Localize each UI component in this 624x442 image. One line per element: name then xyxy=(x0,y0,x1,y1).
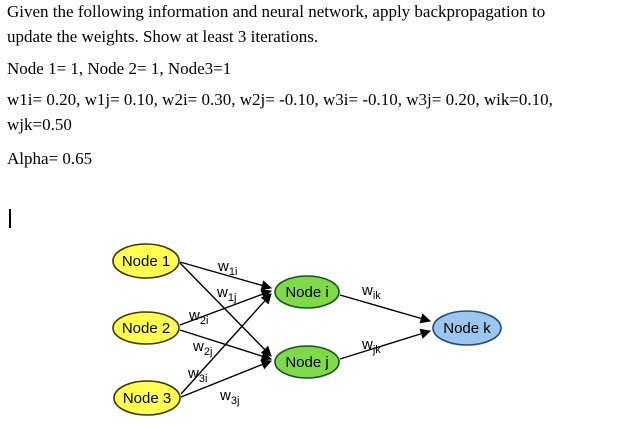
weight-label-w2i: w2i xyxy=(188,307,208,327)
node-i: Node i xyxy=(274,275,340,309)
weight-label-w1i: w1i xyxy=(217,258,237,278)
edge-nodei-nodek xyxy=(339,294,432,324)
node-3-label: Node 3 xyxy=(123,390,171,407)
node-2-ellipse xyxy=(112,311,180,345)
weight-label-w2j: w2j xyxy=(192,338,212,358)
node-k-label: Node k xyxy=(443,320,491,337)
weight-label-wik: wik xyxy=(361,282,381,302)
edge-node3-nodej xyxy=(180,359,272,398)
nodes-group: Node 1 Node 2 Node 3 Node i Node j Node … xyxy=(112,243,502,416)
node-k-ellipse xyxy=(432,310,502,346)
weight-label-w3i: w3i xyxy=(187,365,207,385)
weight-label-wjk: wjk xyxy=(361,336,381,356)
node-k: Node k xyxy=(432,310,502,346)
alpha-text: Alpha= 0.65 xyxy=(7,149,93,168)
weight-label-w3j: w3j xyxy=(219,387,239,407)
node-3: Node 3 xyxy=(113,380,181,416)
node-values-text: Node 1= 1, Node 2= 1, Node3=1 xyxy=(7,59,232,78)
weights-line-2: wjk=0.50 xyxy=(7,115,72,134)
edge-node3-nodei xyxy=(180,293,272,395)
weight-label-w1j: w1j xyxy=(216,284,236,304)
node-1-ellipse xyxy=(112,243,180,279)
question-line-1: Given the following information and neur… xyxy=(7,2,546,21)
node-3-ellipse xyxy=(113,380,181,416)
node-2: Node 2 xyxy=(112,311,180,345)
edge-node1-nodei xyxy=(179,261,273,291)
weights-line-1: w1i= 0.20, w1j= 0.10, w2i= 0.30, w2j= -0… xyxy=(7,90,553,109)
node-1: Node 1 xyxy=(112,243,180,279)
edge-node2-nodei xyxy=(179,289,272,326)
text-cursor xyxy=(9,209,11,228)
node-i-ellipse xyxy=(274,275,340,309)
edges-group xyxy=(179,261,432,398)
weights-paragraph: w1i= 0.20, w1j= 0.10, w2i= 0.30, w2j= -0… xyxy=(7,87,618,137)
edge-nodej-nodek xyxy=(339,328,432,360)
question-paragraph: Given the following information and neur… xyxy=(7,0,618,49)
node-j-ellipse xyxy=(274,345,340,379)
node-2-label: Node 2 xyxy=(122,320,170,337)
node-j-label: Node j xyxy=(285,354,328,371)
question-line-2: update the weights. Show at least 3 iter… xyxy=(7,27,319,46)
node-i-label: Node i xyxy=(285,284,328,301)
node-1-label: Node 1 xyxy=(122,253,170,270)
alpha-paragraph: Alpha= 0.65 xyxy=(7,146,618,171)
node-values-paragraph: Node 1= 1, Node 2= 1, Node3=1 xyxy=(7,56,618,81)
node-j: Node j xyxy=(274,345,340,379)
edge-node1-nodej xyxy=(179,262,272,357)
weight-labels-group: w1i w1j w2i w2j w3i w3j wik wjk xyxy=(187,258,381,407)
